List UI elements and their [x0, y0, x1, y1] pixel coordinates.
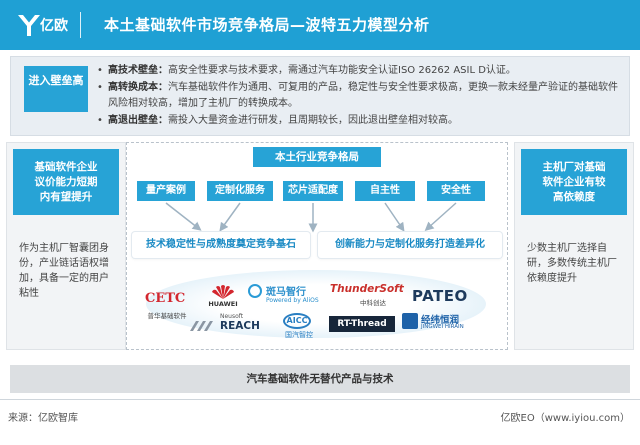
barrier-text: 需投入大量资金进行研发，且周期较长，因此退出壁垒相对较高。 [168, 114, 458, 126]
banma-circle-icon [248, 284, 262, 298]
header-bar [0, 0, 640, 50]
banma-logo-sub: Powered by AliOS [266, 297, 319, 304]
source-note: 来源：亿欧智库 [8, 413, 78, 424]
cetc-logo: CETC [145, 291, 186, 306]
banner-innovation: 创新能力与定制化服务打造差异化 [318, 232, 502, 258]
footer-divider [0, 399, 640, 400]
reach-stripe-icon [190, 321, 213, 331]
heading-line: 议价能力短期 [34, 175, 98, 188]
tag-chip-adaptation: 芯片适配度 [283, 181, 343, 201]
credit-link[interactable]: 亿欧EO（www.iyiou.com） [500, 413, 630, 424]
barrier-label: 高技术壁垒： [108, 65, 168, 76]
tag-autonomy: 自主性 [355, 181, 415, 201]
banma-logo: 斑马智行 [266, 287, 306, 298]
heading-line: 内有望提升 [39, 190, 93, 203]
barrier-item-tech: 高技术壁垒：高安全性要求与技术要求，需通过汽车功能安全认证ISO 26262 A… [96, 63, 621, 80]
huawei-logo: HUAWEI [208, 300, 238, 308]
logo-text: 亿欧 [40, 18, 68, 34]
header-divider [80, 12, 81, 38]
thundersoft-logo-sub: 中科创达 [360, 299, 386, 307]
thundersoft-logo: ThunderSoft [330, 283, 404, 295]
vendor-logo-oval [146, 270, 486, 338]
heading-line: 主机厂对基础 [542, 160, 606, 173]
tag-mass-production: 量产案例 [137, 181, 195, 201]
heading-line: 软件企业有较 [542, 175, 606, 188]
barrier-text: 高安全性要求与技术要求，需通过汽车功能安全认证ISO 26262 ASIL D认… [168, 65, 516, 76]
cetc-logo-sub: 普华基础软件 [147, 312, 187, 320]
competition-title: 本土行业竞争格局 [253, 147, 381, 167]
arrow-line [424, 202, 457, 231]
reach-logo: REACH [220, 320, 260, 332]
heading-line: 基础软件企业 [34, 160, 98, 173]
substitute-threat-bar: 汽车基础软件无替代产品与技术 [10, 365, 630, 393]
tag-customization: 定制化服务 [207, 181, 273, 201]
reach-logo-sub: Neusoft [220, 313, 244, 320]
jingwei-mark-icon [402, 313, 418, 329]
barrier-label: 高退出壁垒： [108, 114, 168, 126]
supplier-power-body: 作为主机厂智囊团身份，产业链话语权增加，具备一定的用户粘性 [19, 243, 109, 299]
rtthread-logo: RT-Thread [329, 316, 395, 332]
page-title: 本土基础软件市场竞争格局—波特五力模型分析 [104, 16, 430, 34]
tag-safety: 安全性 [427, 181, 485, 201]
buyer-power-panel: 主机厂对基础 软件企业有较 高依赖度 少数主机厂选择自研，多数传统主机厂依赖度提… [514, 142, 634, 350]
banner-stability: 技术稳定性与成熟度奠定竞争基石 [132, 232, 310, 258]
barrier-item-exit: 高退出壁垒：需投入大量资金进行研发，且周期较长，因此退出壁垒相对较高。 [96, 113, 621, 130]
arrow-line [165, 202, 202, 231]
supplier-power-panel: 基础软件企业 议价能力短期 内有望提升 作为主机厂智囊团身份，产业链话语权增加，… [6, 142, 126, 350]
barrier-list: 高技术壁垒：高安全性要求与技术要求，需通过汽车功能安全认证ISO 26262 A… [96, 63, 621, 129]
jingwei-logo-sub: JINGWEI HIRAIN [421, 324, 464, 330]
huawei-flower-icon [212, 285, 234, 299]
aicc-logo: AICC [283, 313, 311, 329]
buyer-power-heading: 主机厂对基础 软件企业有较 高依赖度 [521, 149, 627, 215]
barrier-text: 汽车基础软件作为通用、可复用的产品，稳定性与安全性要求极高，更换一款未经量产验证… [108, 81, 618, 110]
arrow-line [384, 202, 405, 232]
entry-barrier-badge: 进入壁垒高 [24, 66, 88, 112]
yiou-logo-icon [18, 15, 40, 36]
buyer-power-body: 少数主机厂选择自研，多数传统主机厂依赖度提升 [527, 243, 617, 284]
arrow-line [219, 202, 241, 232]
heading-line: 高依赖度 [553, 190, 595, 203]
aicc-logo-sub: 国汽智控 [285, 331, 313, 339]
jingwei-logo: 经纬恒润 [421, 315, 460, 326]
barrier-label: 高转换成本： [108, 81, 168, 93]
supplier-power-heading: 基础软件企业 议价能力短期 内有望提升 [13, 149, 119, 215]
pateo-logo: PATEO [412, 287, 468, 305]
barrier-item-switch-cost: 高转换成本：汽车基础软件作为通用、可复用的产品，稳定性与安全性要求极高，更换一款… [96, 80, 621, 113]
